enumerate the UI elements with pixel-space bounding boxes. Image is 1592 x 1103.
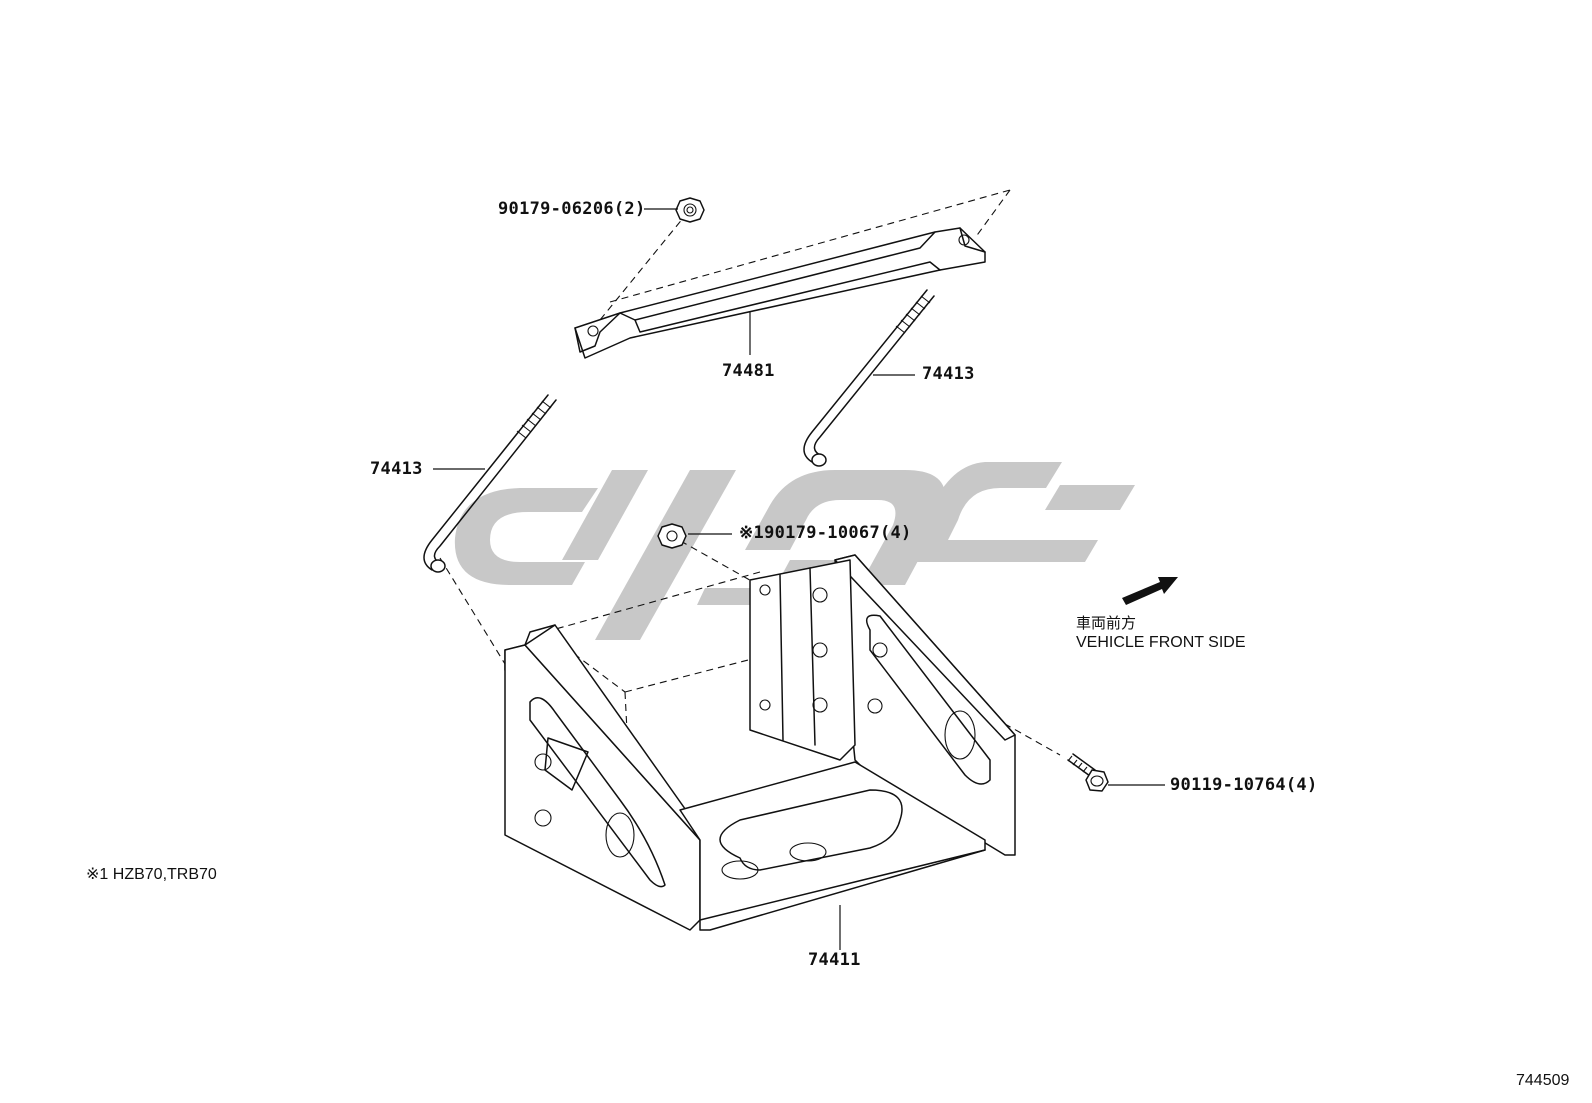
- part-number: 90179-06206: [498, 199, 614, 219]
- applicability-mark: ※1: [739, 523, 765, 543]
- bolt-icon[interactable]: [1067, 753, 1109, 792]
- nut-mid-icon[interactable]: [657, 523, 687, 549]
- label-nut-top: 90179-06206(2): [498, 199, 646, 219]
- clamp-bar-icon[interactable]: [574, 227, 986, 359]
- label-rod-right: 74413: [922, 364, 975, 384]
- battery-tray-icon[interactable]: [504, 554, 1016, 931]
- figure-number: 744509: [1516, 1072, 1570, 1089]
- direction-label-jp: 車両前方: [1076, 614, 1137, 632]
- footnote-text: HZB70,TRB70: [112, 866, 217, 883]
- label-rod-left: 74413: [370, 459, 423, 479]
- label-nut-mid: ※190179-10067(4): [739, 523, 912, 543]
- footnote: ※1 HZB70,TRB70: [86, 864, 217, 884]
- front-arrow-icon: [1122, 577, 1178, 605]
- label-tray: 74411: [808, 950, 861, 970]
- rod-left-icon[interactable]: [423, 394, 557, 573]
- part-number: 90179-10067: [764, 523, 880, 543]
- part-qty: (4): [879, 523, 912, 543]
- part-qty: (4): [1285, 775, 1318, 795]
- label-clamp: 74481: [722, 361, 775, 381]
- nut-top-icon[interactable]: [675, 197, 705, 223]
- direction-label-en: VEHICLE FRONT SIDE: [1076, 634, 1246, 651]
- footnote-mark: ※1: [86, 866, 109, 883]
- part-qty: (2): [613, 199, 646, 219]
- label-bolt: 90119-10764(4): [1170, 775, 1318, 795]
- rod-right-icon[interactable]: [803, 289, 935, 467]
- part-number: 90119-10764: [1170, 775, 1286, 795]
- leader-lines: [433, 208, 1165, 950]
